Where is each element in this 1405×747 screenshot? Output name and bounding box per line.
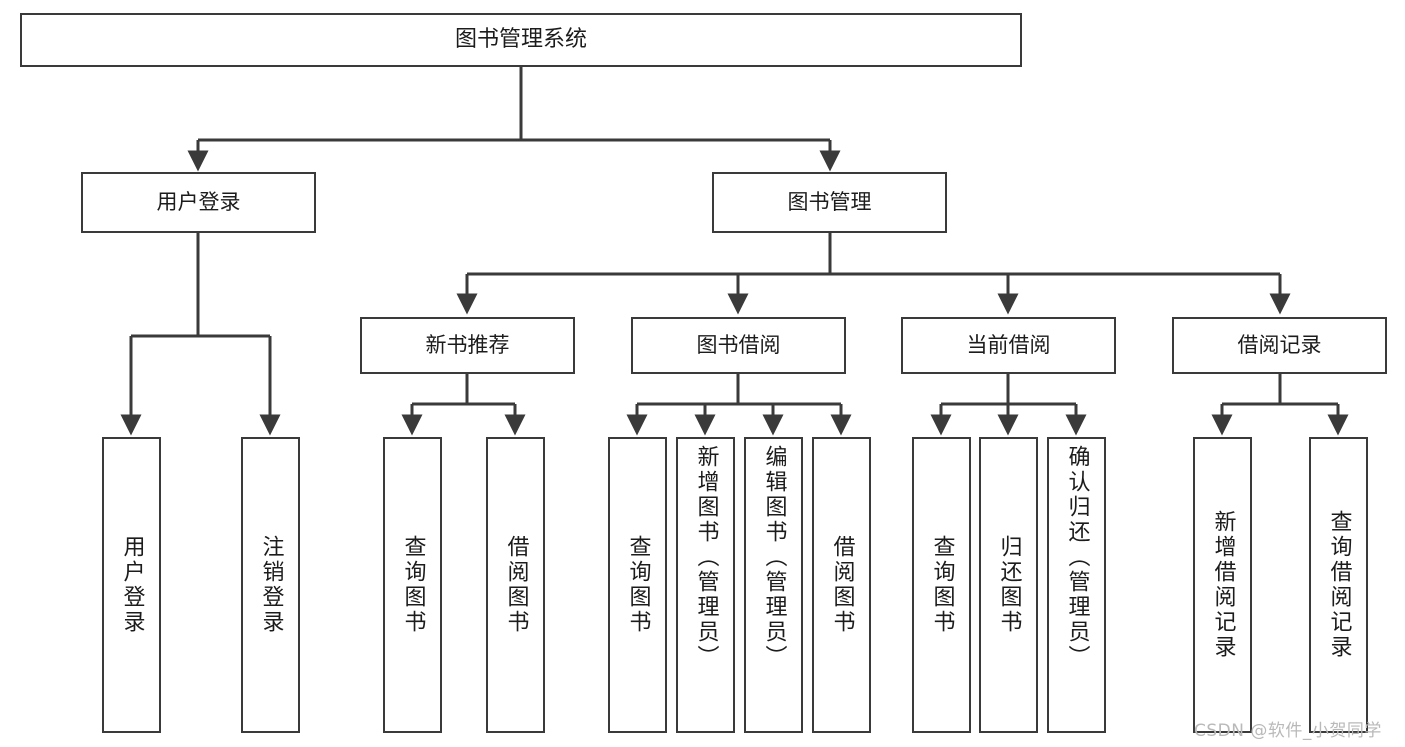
node-label: 编辑图书（管理员）: [761, 445, 787, 670]
node-book-management[interactable]: 图书管理: [712, 172, 947, 233]
leaf-query-borrowing-record[interactable]: 查询借阅记录: [1309, 437, 1368, 733]
node-user-login[interactable]: 用户登录: [81, 172, 316, 233]
node-label: 查询借阅记录: [1326, 510, 1352, 660]
csdn-watermark: CSDN @软件_小贺同学: [1194, 721, 1382, 741]
leaf-add-book-admin[interactable]: 新增图书（管理员）: [676, 437, 735, 733]
node-label: 查询图书: [400, 535, 426, 635]
node-label: 查询图书: [929, 535, 955, 635]
node-book-borrowing[interactable]: 图书借阅: [631, 317, 846, 374]
node-label: 注销登录: [258, 535, 284, 635]
leaf-borrow-book-recommendation[interactable]: 借阅图书: [486, 437, 545, 733]
node-label: 图书管理系统: [454, 27, 587, 53]
node-label: 用户登录: [119, 535, 145, 635]
leaf-add-borrowing-record[interactable]: 新增借阅记录: [1193, 437, 1252, 733]
node-label: 新书推荐: [425, 333, 510, 358]
leaf-borrow-book-borrowing[interactable]: 借阅图书: [812, 437, 871, 733]
leaf-user-login[interactable]: 用户登录: [102, 437, 161, 733]
node-current-borrowing[interactable]: 当前借阅: [901, 317, 1116, 374]
leaf-query-book-recommendation[interactable]: 查询图书: [383, 437, 442, 733]
leaf-edit-book-admin[interactable]: 编辑图书（管理员）: [744, 437, 803, 733]
node-label: 当前借阅: [966, 333, 1051, 358]
node-label: 用户登录: [156, 190, 241, 215]
node-label: 查询图书: [625, 535, 651, 635]
node-root-system[interactable]: 图书管理系统: [20, 13, 1022, 67]
node-label: 借阅图书: [503, 535, 529, 635]
node-label: 确认归还（管理员）: [1064, 445, 1090, 670]
node-label: 归还图书: [996, 535, 1022, 635]
leaf-query-book-current[interactable]: 查询图书: [912, 437, 971, 733]
leaf-logout[interactable]: 注销登录: [241, 437, 300, 733]
leaf-query-book-borrowing[interactable]: 查询图书: [608, 437, 667, 733]
leaf-confirm-return-admin[interactable]: 确认归还（管理员）: [1047, 437, 1106, 733]
node-new-book-recommendation[interactable]: 新书推荐: [360, 317, 575, 374]
node-label: 图书管理: [787, 190, 872, 215]
node-label: 借阅记录: [1237, 333, 1322, 358]
node-label: 图书借阅: [696, 333, 781, 358]
node-borrowing-record[interactable]: 借阅记录: [1172, 317, 1387, 374]
leaf-return-book[interactable]: 归还图书: [979, 437, 1038, 733]
node-label: 借阅图书: [829, 535, 855, 635]
node-label: 新增借阅记录: [1210, 510, 1236, 660]
node-label: 新增图书（管理员）: [693, 445, 719, 670]
